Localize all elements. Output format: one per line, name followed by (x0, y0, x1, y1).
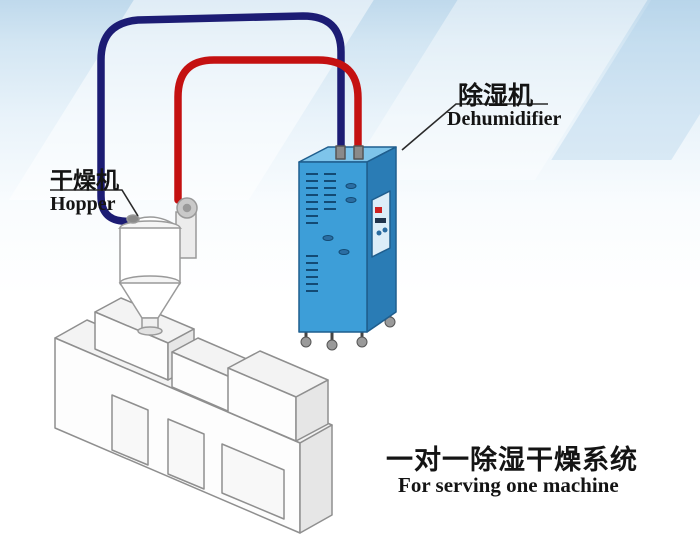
hopper-dryer (117, 197, 198, 336)
dry-air-pipe-red (174, 56, 362, 204)
indicator-red (375, 207, 382, 213)
hopper-flange (137, 326, 163, 336)
machine-head-side (295, 379, 329, 442)
dehumidifier-label-cn: 除湿机 (458, 82, 534, 110)
vent-slits (306, 173, 336, 292)
pipe-connector (335, 145, 346, 160)
panel-knob (382, 227, 388, 233)
hopper-label-cn: 干燥机 (50, 167, 119, 193)
hopper-label-en: Hopper (50, 193, 116, 215)
caption-cn: 一对一除湿干燥系统 (386, 445, 638, 475)
front-holes (322, 183, 357, 255)
dehumidifier-label-en: Dehumidifier (447, 108, 562, 130)
extruder-machine (54, 297, 333, 534)
machine-panel (221, 443, 285, 520)
dehumidifier-unit (298, 145, 397, 351)
caster-wheel (300, 336, 312, 348)
machine-panel (111, 394, 149, 466)
dehumidifier-front-face (298, 161, 368, 333)
return-air-pipe-blue (97, 12, 345, 226)
dehumidifier-leader-line (401, 103, 548, 151)
hopper-inlet-port (126, 214, 140, 224)
hopper-leader-line (50, 189, 139, 217)
machine-base-side (299, 424, 333, 534)
caster-wheels (300, 312, 396, 351)
display-window (375, 218, 386, 223)
hopper-body (119, 227, 181, 284)
pipe-connector (353, 145, 364, 160)
machine-panel (167, 418, 205, 490)
control-panel (371, 190, 391, 258)
caption-en: For serving one machine (398, 473, 619, 497)
caster-wheel (326, 339, 338, 351)
caster-wheel (356, 336, 368, 348)
panel-knob (376, 230, 382, 236)
blower-fan-hub (182, 203, 192, 213)
